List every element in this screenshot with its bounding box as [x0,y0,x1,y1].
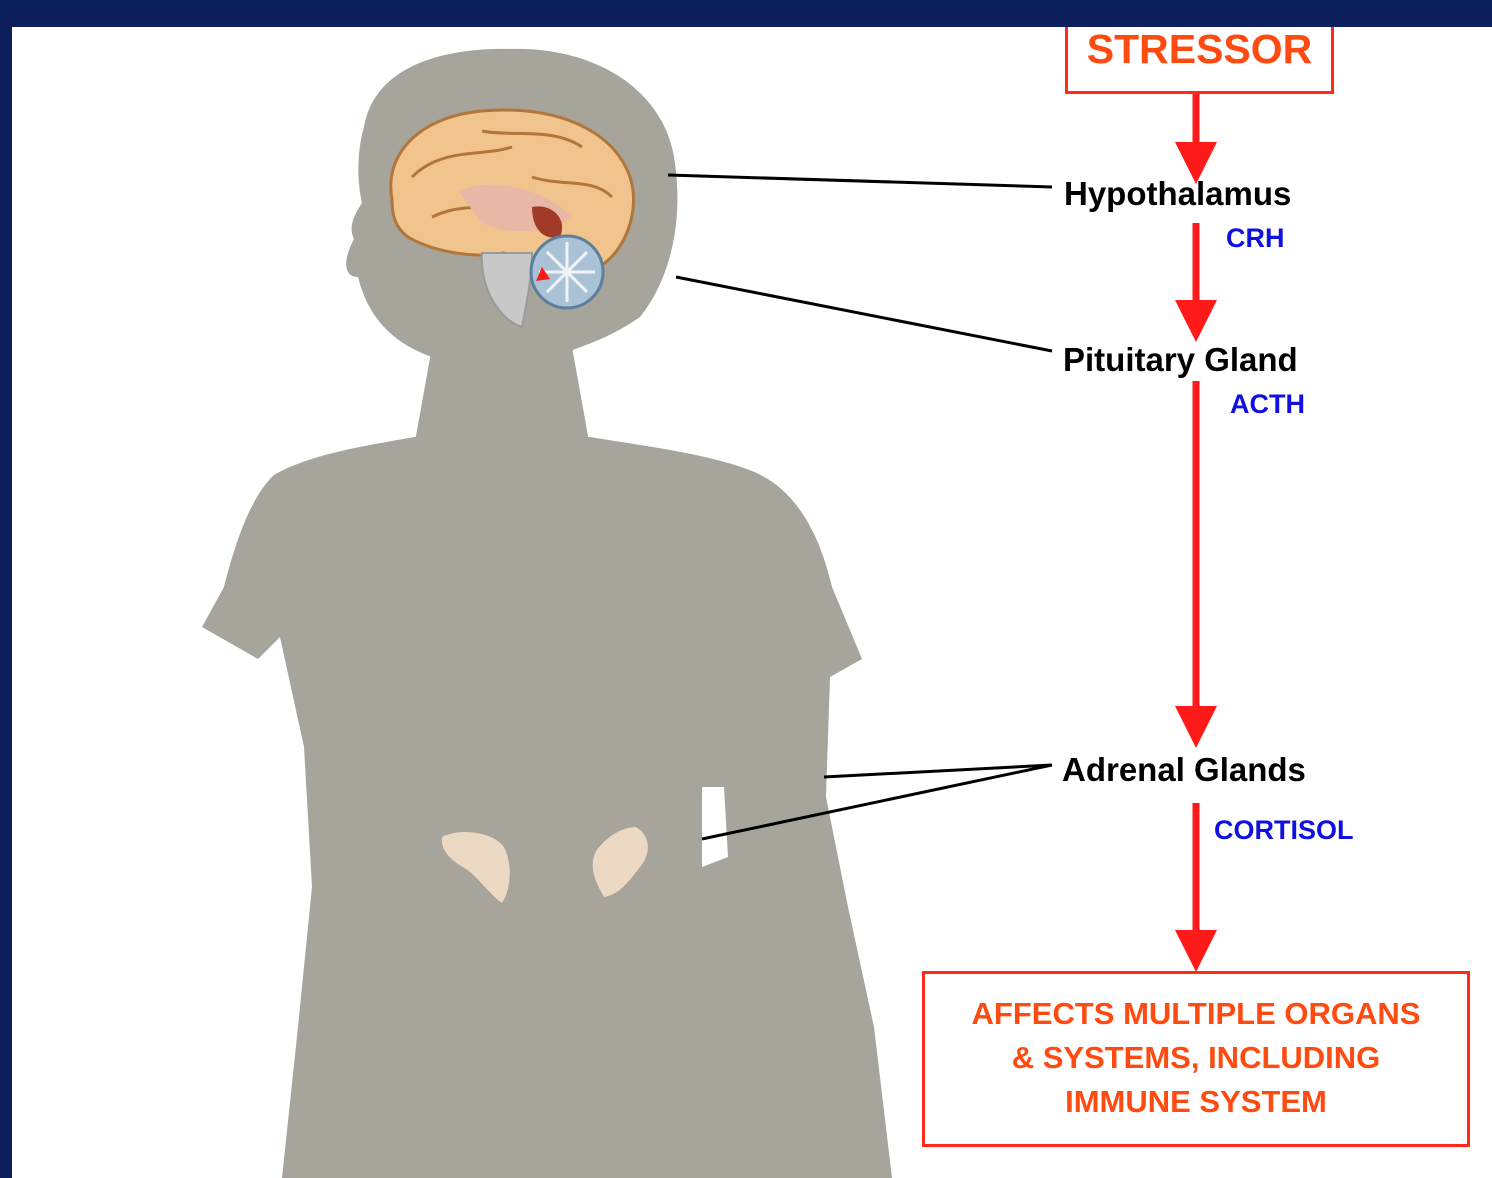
stressor-box: STRESSOR [1065,27,1334,94]
slide: STRESSOR Hypothalamus CRH Pituitary Glan… [12,27,1492,1178]
hypothalamus-label: Hypothalamus [1064,175,1291,213]
crh-label: CRH [1226,223,1285,254]
outcome-box: AFFECTS MULTIPLE ORGANS & SYSTEMS, INCLU… [922,971,1470,1147]
outcome-line: & SYSTEMS, INCLUDING [925,1036,1467,1080]
acth-label: ACTH [1230,389,1305,420]
adrenal-glands-label: Adrenal Glands [1062,751,1306,789]
outcome-line: AFFECTS MULTIPLE ORGANS [925,992,1467,1036]
stressor-label: STRESSOR [1068,27,1331,91]
cortisol-label: CORTISOL [1214,815,1354,846]
pituitary-gland-label: Pituitary Gland [1063,341,1298,379]
outcome-line: IMMUNE SYSTEM [925,1080,1467,1124]
